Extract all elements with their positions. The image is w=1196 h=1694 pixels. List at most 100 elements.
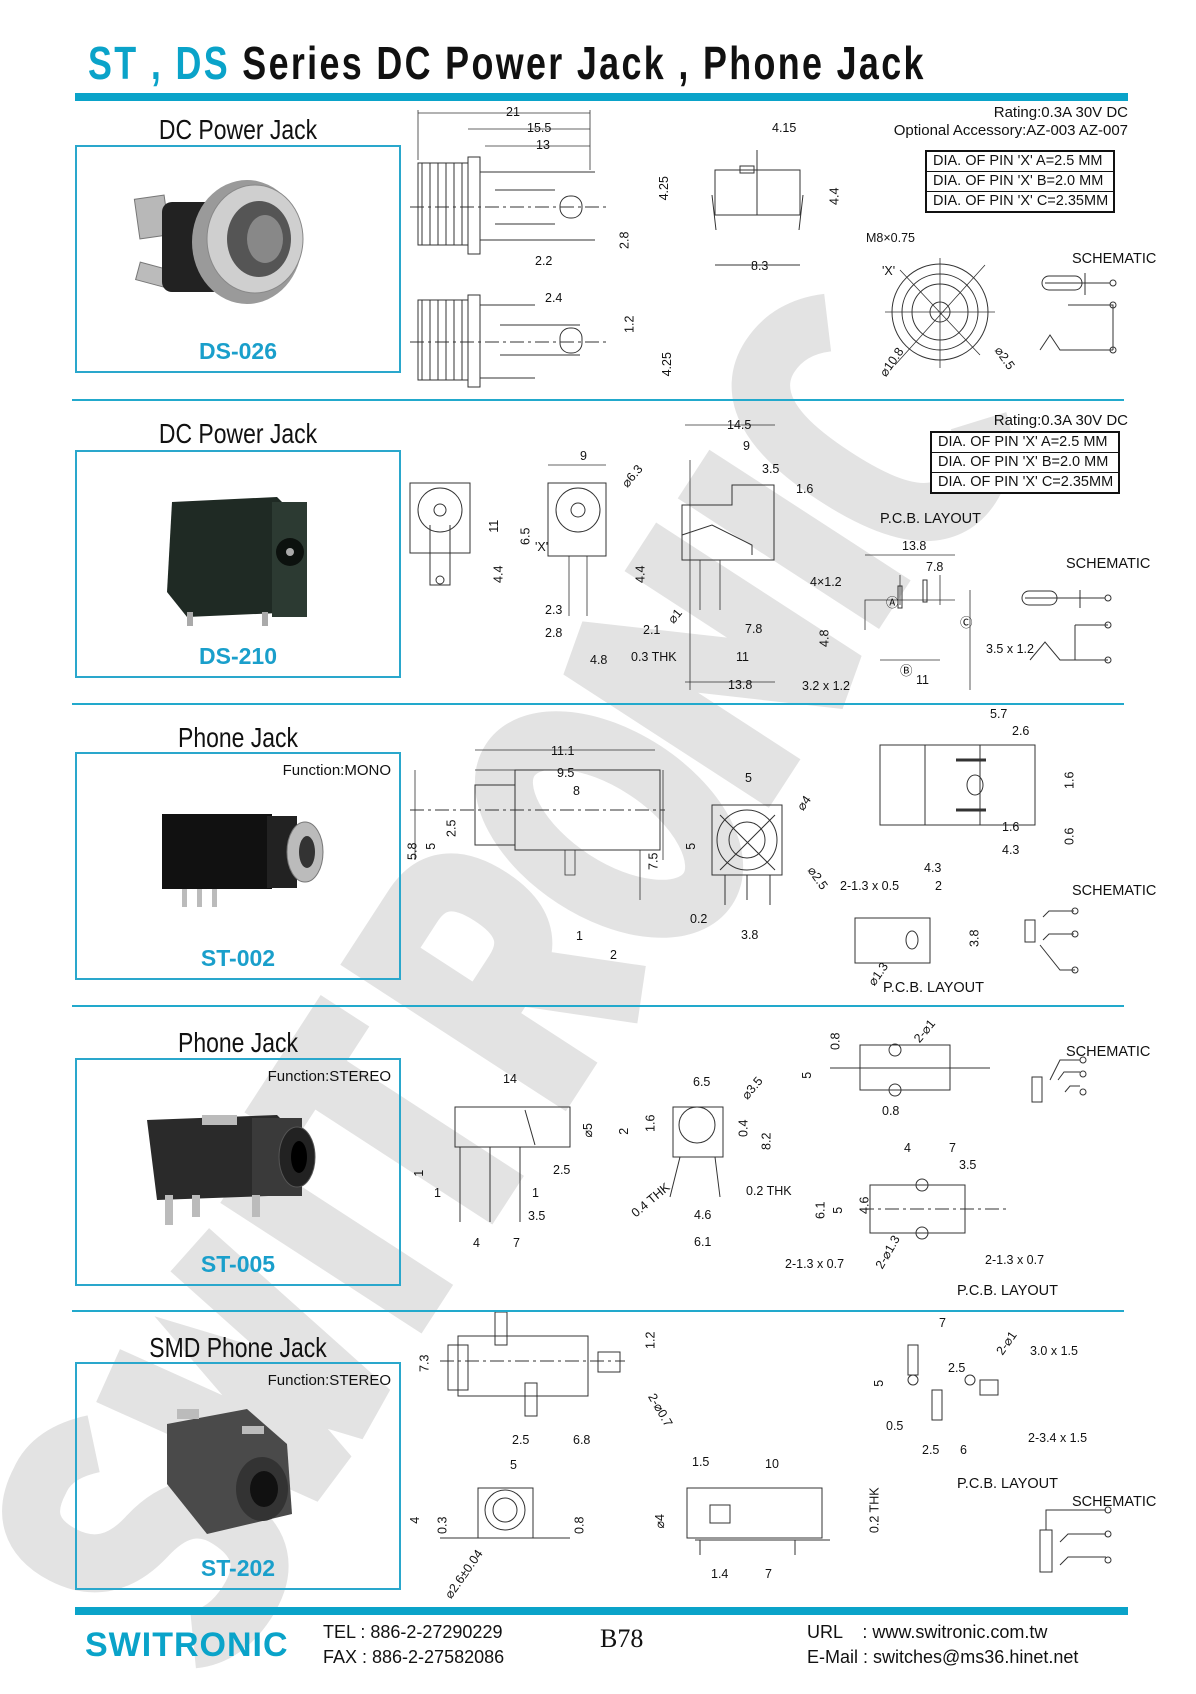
dimension-label: 3.2 x 1.2 [802, 679, 850, 693]
dimension-label: 4.15 [772, 121, 797, 135]
dimension-label: 7 [765, 1567, 772, 1581]
drawing-caption: SCHEMATIC [1072, 883, 1157, 899]
drawing-caption: SCHEMATIC [1066, 556, 1151, 572]
pin-row-c: DIA. OF PIN 'X' C=2.35MM [933, 193, 1109, 209]
dimension-label: 1.4 [711, 1567, 729, 1581]
dimension-label: 4.25 [656, 176, 671, 201]
dimension-label: 0.8 [572, 1516, 587, 1534]
dimension-label: 11 [487, 519, 502, 533]
dimension-label: 4×1.2 [810, 575, 842, 589]
dimension-label: 4.4 [491, 565, 506, 583]
dimension-label: 21 [506, 105, 520, 119]
product-photo-st-005 [147, 1115, 316, 1225]
dimension-label: 7.8 [745, 622, 763, 636]
dimension-label: 5 [510, 1458, 517, 1472]
dimension-label: 'X' [882, 264, 896, 278]
dimension-label: 4.25 [659, 352, 674, 377]
dimension-label: 0.4 [736, 1119, 751, 1137]
dimension-label: 1 [532, 1186, 539, 1200]
drawing-caption: SCHEMATIC [1072, 1494, 1157, 1510]
footer-fax: FAX : 886-2-27582086 [323, 1647, 505, 1667]
dimension-label: 2-3.4 x 1.5 [1028, 1431, 1088, 1445]
dimension-label: 8 [573, 784, 580, 798]
footer-email[interactable]: E-Mail : switches@ms36.hinet.net [807, 1647, 1079, 1667]
product-box-ds-210: DS-210 [75, 450, 401, 678]
dimension-label: 0.2 THK [867, 1487, 882, 1534]
model-number: ST-005 [200, 1251, 276, 1277]
dimension-label: 7 [939, 1316, 946, 1330]
model-number: DS-210 [199, 643, 277, 669]
dimension-label: 9.5 [557, 766, 575, 780]
dimension-label: 7 [513, 1236, 520, 1250]
dimension-label: 5 [424, 842, 439, 850]
title-prefix: ST , DS [88, 37, 230, 89]
dimension-label: 2 [935, 879, 942, 893]
section-divider [72, 399, 1124, 401]
section-heading: SMD Phone Jack [149, 1332, 327, 1363]
dimension-label: 2.1 [643, 623, 661, 637]
dimension-label: 1 [434, 1186, 441, 1200]
drawing-caption: P.C.B. LAYOUT [880, 511, 981, 527]
drawing-caption: P.C.B. LAYOUT [957, 1283, 1058, 1299]
model-number: DS-026 [199, 338, 277, 364]
dimension-label: 13 [536, 138, 550, 152]
dimension-label: 4.6 [694, 1208, 712, 1222]
footer-url[interactable]: URL : www.switronic.com.tw [807, 1622, 1048, 1642]
dimension-label: 5 [831, 1206, 846, 1214]
dimension-label: 7.3 [417, 1354, 432, 1372]
ds-210-views [409, 424, 1112, 690]
pin-row-b: DIA. OF PIN 'X' B=2.0 MM [927, 172, 1114, 192]
product-photo-ds-026 [133, 180, 304, 304]
dimension-label: 5 [745, 771, 752, 785]
title-main: Series DC Power Jack , Phone Jack [242, 37, 926, 89]
dimension-label: 13.8 [902, 539, 927, 553]
dimension-label: 'X' [535, 540, 549, 554]
dimension-label: 1.5 [692, 1455, 710, 1469]
ds-026-bottom-view [410, 294, 610, 388]
footer-rule [75, 1607, 1128, 1615]
model-number: ST-002 [200, 945, 276, 971]
dimension-label: 0.2 THK [746, 1184, 792, 1198]
dimension-label: 3.5 [528, 1209, 546, 1223]
dimension-label: 6.5 [693, 1075, 711, 1089]
pin-row-a: DIA. OF PIN 'X' A=2.5 MM [932, 433, 1119, 453]
dimension-label: 5.8 [405, 842, 420, 860]
dimension-label: 0.5 [886, 1419, 904, 1433]
dimension-label: 9 [580, 449, 587, 463]
rating-text: Rating:0.3A 30V DC [993, 412, 1128, 429]
dimension-label: 11 [736, 650, 749, 664]
dimension-label: 2.5 [948, 1361, 966, 1375]
dimension-label: 3.5 [959, 1158, 977, 1172]
section-divider [72, 703, 1124, 705]
dimension-label: ⌀4 [652, 1514, 667, 1529]
dimension-label: 8.3 [751, 259, 769, 273]
dimension-label: 6.1 [694, 1235, 712, 1249]
dimension-label: 1.6 [643, 1114, 658, 1132]
dimension-label: 2.2 [535, 254, 553, 268]
pin-diameter-table: DIA. OF PIN 'X' A=2.5 MM DIA. OF PIN 'X'… [925, 150, 1116, 213]
dimension-label: 13.8 [728, 678, 753, 692]
switronic-logo: SWITRONIC [85, 1626, 289, 1664]
dimension-label: 6.5 [518, 527, 533, 545]
dimension-label: 2.8 [545, 626, 563, 640]
dimension-label: 7.8 [926, 560, 944, 574]
dimension-label: 3.0 x 1.5 [1030, 1344, 1078, 1358]
dimension-label: 0.6 [1062, 827, 1077, 845]
dimension-label: 2-1.3 x 0.5 [840, 879, 900, 893]
dimension-label: 7.5 [646, 852, 661, 870]
product-box-st-005: Function:STEREO ST-005 [75, 1058, 401, 1286]
dimension-label: 4.8 [590, 653, 608, 667]
dimension-label: 4 [904, 1141, 911, 1155]
dimension-label: 2.6 [1012, 724, 1030, 738]
section-divider [72, 1005, 1124, 1007]
dimension-label: 3.8 [967, 929, 982, 947]
dimension-label: 11 [916, 673, 929, 687]
function-label: Function:STEREO [267, 1068, 391, 1085]
dimension-label: 7 [949, 1141, 956, 1155]
function-label: Function:STEREO [267, 1372, 391, 1389]
dimension-label: 15.5 [527, 121, 552, 135]
dimension-label: 5 [800, 1071, 815, 1079]
dimension-label: 0.2 [690, 912, 708, 926]
product-photo-ds-210 [167, 497, 307, 626]
